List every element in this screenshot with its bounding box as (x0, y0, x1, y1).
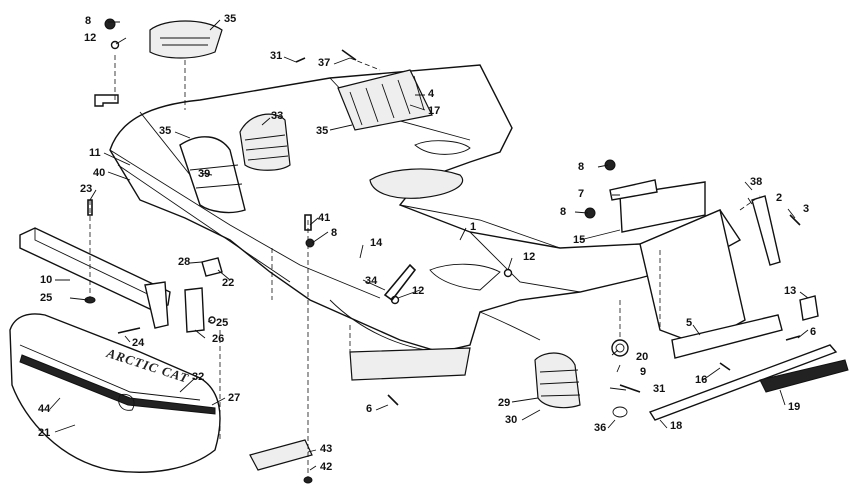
clip-13 (799, 295, 819, 321)
chassis-recess (369, 168, 464, 199)
callout-41: 41 (318, 212, 331, 224)
callout-34: 34 (365, 275, 378, 287)
washer-12a (110, 40, 120, 50)
trim-strip (759, 359, 849, 393)
callout-31: 31 (270, 50, 283, 62)
support-strut (751, 195, 781, 266)
callout-32: 32 (192, 371, 205, 383)
callout-4: 4 (428, 88, 435, 100)
callout-35: 35 (224, 13, 237, 25)
callout-24: 24 (132, 337, 145, 349)
right-rail (671, 314, 783, 359)
nut-8c (604, 159, 616, 171)
callout-8: 8 (560, 206, 567, 218)
callout-26: 26 (212, 333, 225, 345)
callout-28: 28 (178, 256, 191, 268)
screw-24 (117, 327, 141, 334)
screw-16 (719, 362, 731, 371)
washer-12b (503, 268, 513, 278)
bumper-bracket (144, 281, 169, 329)
callout-11: 11 (89, 147, 101, 159)
callout-7: 7 (578, 188, 585, 200)
pin-37 (341, 49, 357, 61)
callout-1: 1 (470, 221, 477, 233)
callout-20: 20 (636, 351, 649, 363)
callout-6: 6 (810, 326, 817, 338)
bolt-41 (304, 214, 312, 231)
callout-8: 8 (331, 227, 338, 239)
nut-8b (305, 238, 315, 248)
top-cover (149, 20, 223, 59)
callout-25: 25 (216, 317, 229, 329)
front-skid-plate (349, 347, 471, 381)
callout-38: 38 (750, 176, 763, 188)
lower-rail (648, 344, 838, 421)
callout-8: 8 (85, 15, 92, 27)
callout-19: 19 (788, 401, 801, 413)
callout-31: 31 (653, 383, 666, 395)
grommet-20 (611, 339, 629, 357)
callout-23: 23 (80, 183, 93, 195)
callout-14: 14 (370, 237, 383, 249)
bolt-23 (87, 199, 93, 216)
plate-22 (201, 257, 223, 277)
callout-33: 33 (271, 110, 284, 122)
intake-duct (179, 136, 246, 214)
callout-12: 12 (84, 32, 97, 44)
screw-6a (785, 335, 801, 341)
callout-12: 12 (412, 285, 425, 297)
callout-36: 36 (594, 422, 607, 434)
ring-36 (612, 406, 628, 418)
callout-37: 37 (318, 57, 331, 69)
latch-34 (383, 263, 417, 302)
boot-29 (534, 352, 581, 409)
callout-39: 39 (198, 168, 211, 180)
callout-42: 42 (320, 461, 333, 473)
plate-43 (249, 439, 313, 471)
nose-trim-strip (19, 354, 216, 415)
callout-21: 21 (38, 427, 51, 439)
callout-40: 40 (93, 167, 106, 179)
mount-plate-26 (184, 287, 205, 333)
callout-6: 6 (366, 403, 373, 415)
nut-8a (104, 18, 116, 30)
callout-8: 8 (578, 161, 585, 173)
callout-12: 12 (523, 251, 536, 263)
callout-15: 15 (573, 234, 586, 246)
callout-35: 35 (316, 125, 329, 137)
callout-18: 18 (670, 420, 683, 432)
small-bracket-7 (609, 179, 658, 201)
callout-9: 9 (640, 366, 647, 378)
callout-27: 27 (228, 392, 241, 404)
louvered-vent (337, 69, 433, 131)
callout-5: 5 (686, 317, 693, 329)
upper-bracket (94, 94, 119, 107)
callout-25: 25 (40, 292, 53, 304)
callout-2: 2 (776, 192, 783, 204)
callout-43: 43 (320, 443, 333, 455)
callout-10: 10 (40, 274, 53, 286)
callout-3: 3 (803, 203, 810, 215)
screw-31b (619, 384, 641, 393)
screw-6b (387, 394, 399, 406)
pin-31a (295, 57, 306, 63)
screw-3 (789, 214, 801, 226)
callout-17: 17 (428, 105, 441, 117)
callout-30: 30 (505, 414, 518, 426)
bolt-42 (303, 476, 313, 484)
callout-35: 35 (159, 125, 172, 137)
callout-22: 22 (222, 277, 235, 289)
callout-29: 29 (498, 397, 511, 409)
callout-13: 13 (784, 285, 797, 297)
air-intake-boot (239, 113, 291, 171)
callout-16: 16 (695, 374, 708, 386)
callout-44: 44 (38, 403, 51, 415)
